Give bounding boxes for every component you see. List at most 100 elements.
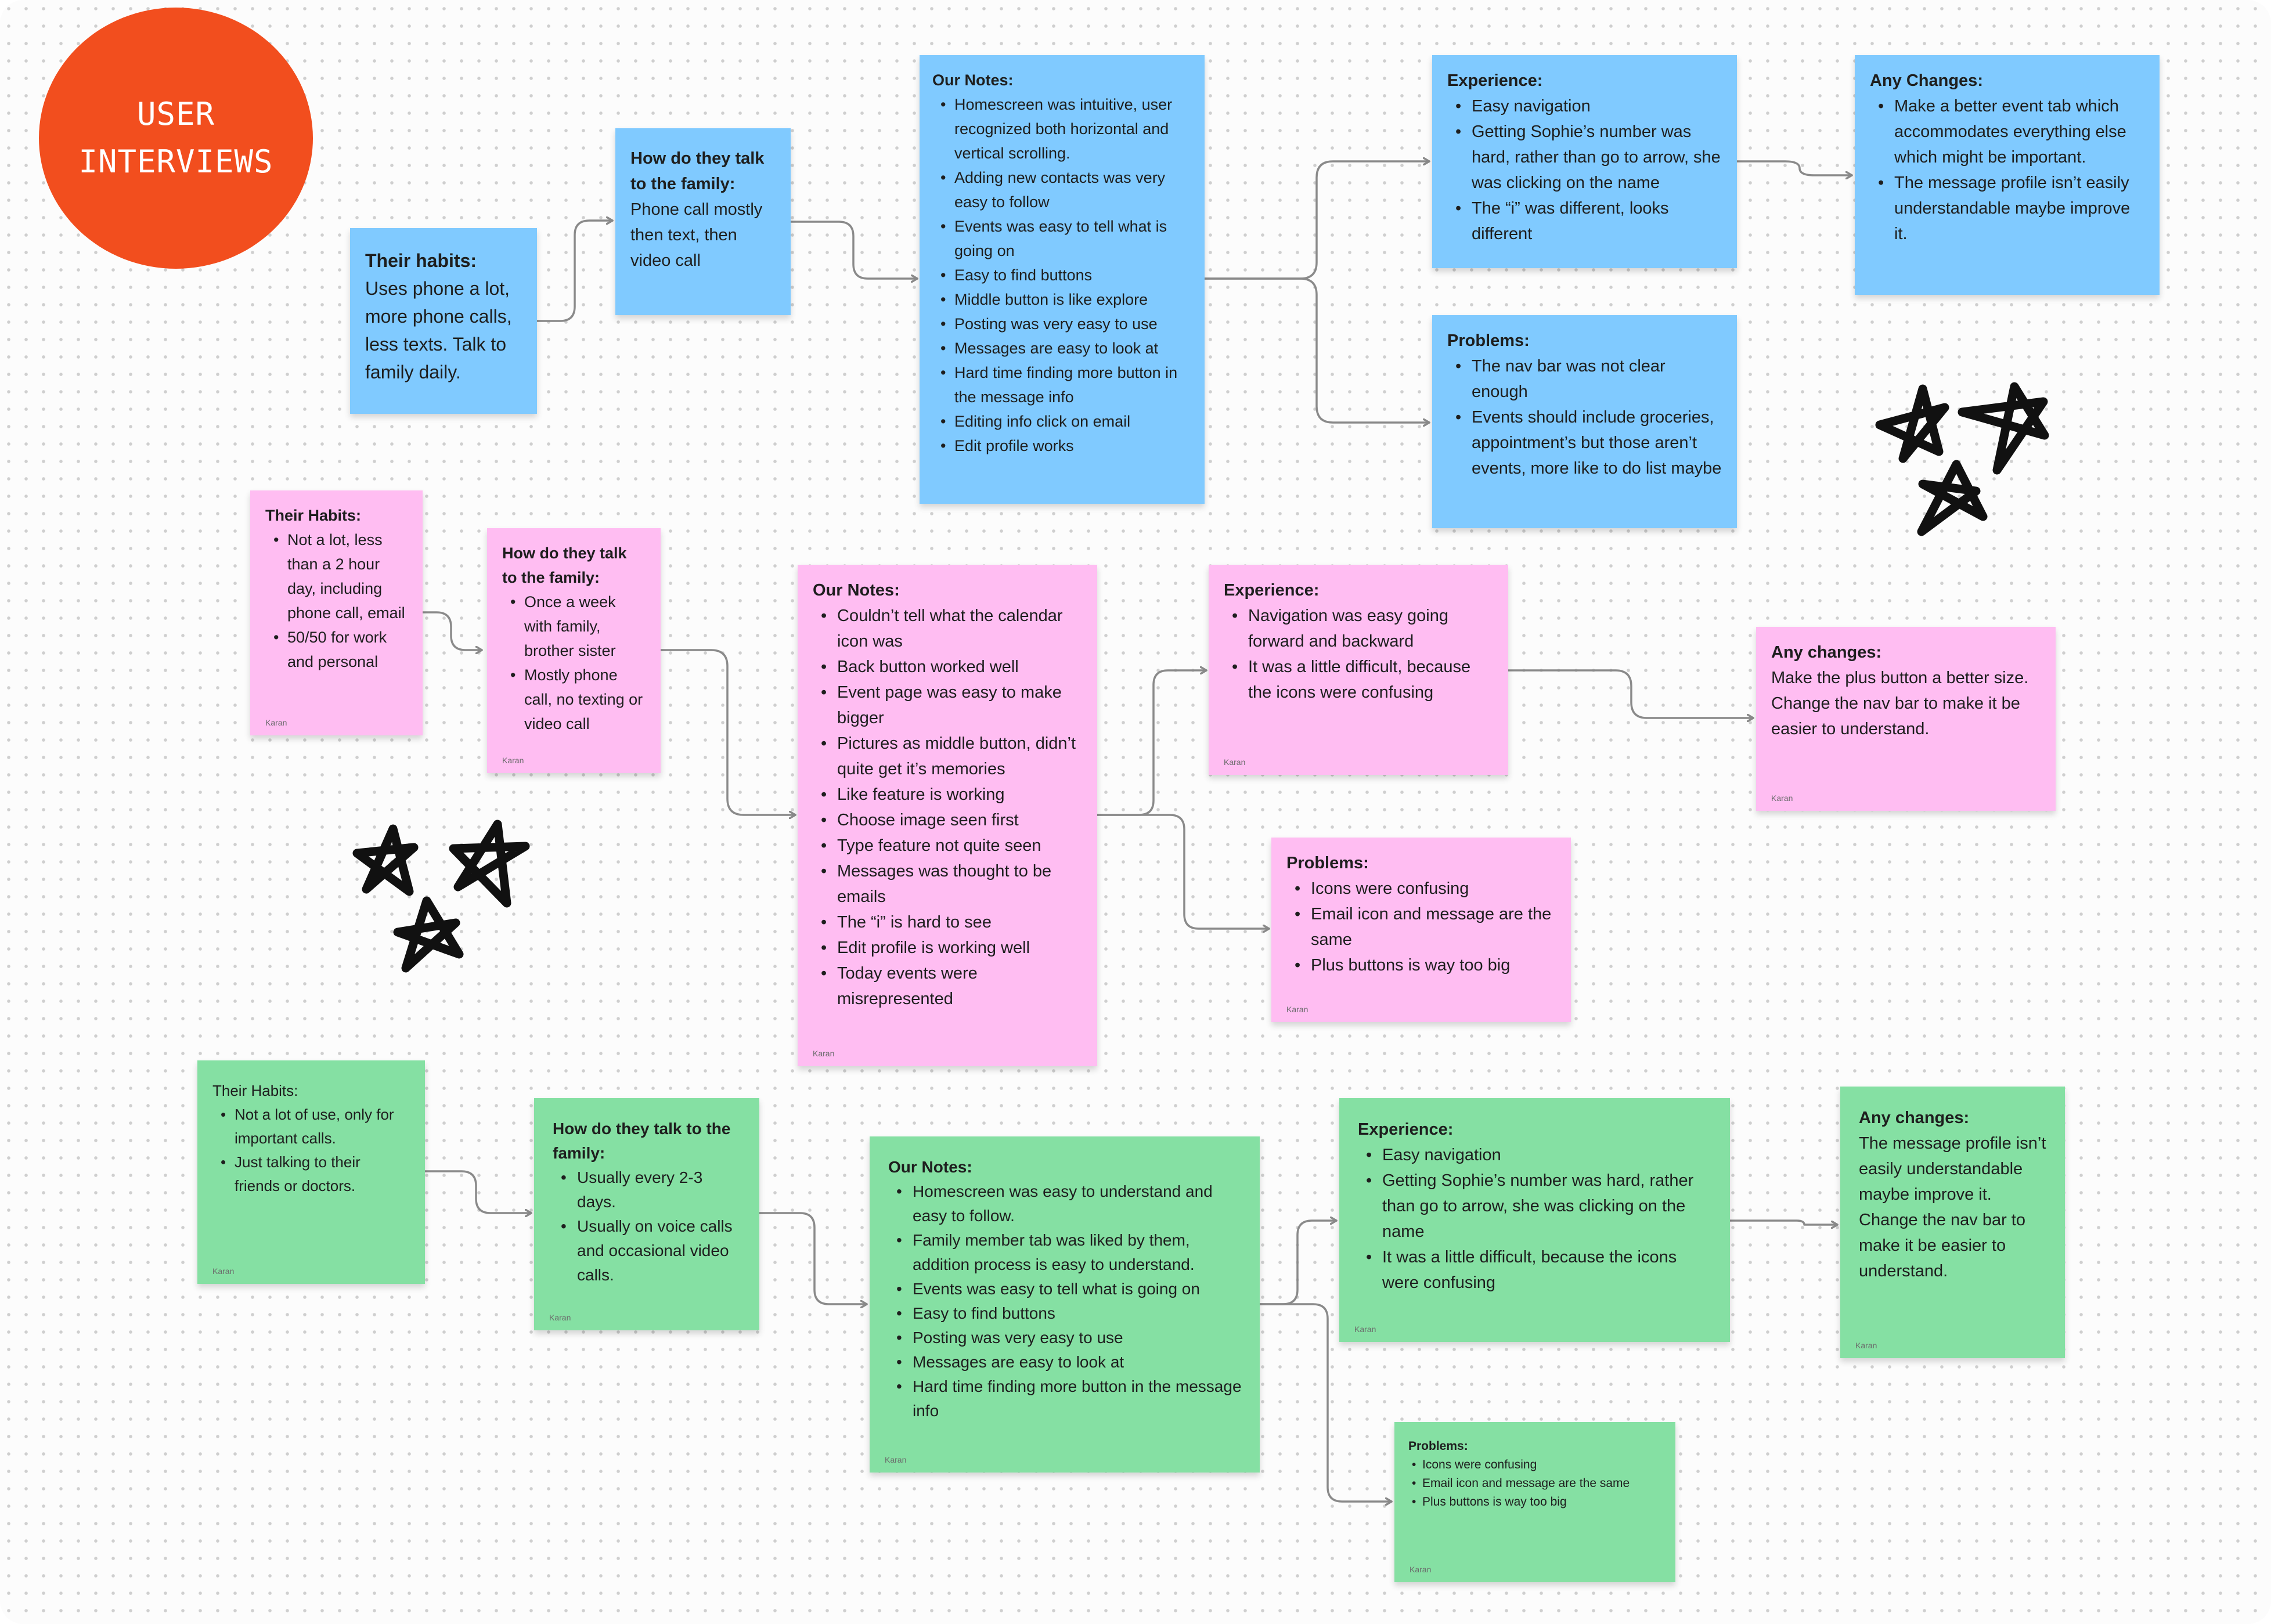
note-item: Plus buttons is way too big (1408, 1493, 1660, 1511)
note-item: It was a little difficult, because the i… (1358, 1244, 1715, 1295)
star-doodle-icon (1875, 384, 1949, 463)
star-doodle-icon (1917, 460, 1988, 536)
note-item: 50/50 for work and personal (265, 625, 408, 674)
sticky-note-row2-habits[interactable]: Their Habits: Not a lot, less than a 2 h… (250, 490, 423, 735)
note-list: Navigation was easy going forward and ba… (1224, 603, 1493, 705)
connector-arrow (421, 611, 483, 650)
note-item: Just talking to their friends or doctors… (212, 1150, 410, 1198)
note-item: Getting Sophie’s number was hard, rather… (1447, 119, 1722, 196)
connector-arrow (790, 221, 918, 279)
connector-arrow (1096, 814, 1270, 929)
note-author: Karan (1286, 1005, 1308, 1014)
connector-arrow (758, 1212, 868, 1304)
star-doodle-icon (393, 896, 464, 973)
sticky-note-row2-changes[interactable]: Any changes: Make the plus button a bett… (1756, 627, 2056, 811)
note-title: Our Notes: (888, 1158, 972, 1176)
connector-arrow (1096, 670, 1207, 816)
sticky-note-row3-habits[interactable]: Their Habits: Not a lot of use, only for… (197, 1060, 425, 1284)
note-author: Karan (1410, 1565, 1432, 1574)
note-author: Karan (813, 1049, 835, 1058)
note-text: Change the nav bar to make it be easier … (1771, 694, 2020, 738)
sticky-note-row2-notes[interactable]: Our Notes: Couldn’t tell what the calend… (798, 565, 1097, 1066)
note-item: Email icon and message are the same (1408, 1474, 1660, 1493)
sticky-note-row1-problems[interactable]: Problems: The nav bar was not clear enou… (1432, 315, 1737, 528)
note-item: Once a week with family, brother sister (502, 590, 646, 663)
note-item: Events was easy to tell what is going on (888, 1277, 1245, 1301)
note-item: Icons were confusing (1286, 876, 1556, 901)
sticky-note-row2-problems[interactable]: Problems: Icons were confusing Email ico… (1271, 838, 1571, 1022)
doodle-stars-left (352, 820, 530, 973)
note-list: Homescreen was intuitive, user recognize… (932, 92, 1194, 458)
note-text: Make the plus button a better size. (1771, 669, 2029, 687)
note-title: Their Habits: (212, 1082, 298, 1099)
note-item: Easy navigation (1358, 1142, 1715, 1168)
sticky-note-row3-changes[interactable]: Any changes: The message profile isn’t e… (1840, 1087, 2065, 1358)
note-item: Messages are easy to look at (888, 1350, 1245, 1374)
connector-arrow (1729, 1219, 1839, 1225)
sticky-note-row1-family[interactable]: How do they talk to the family: Phone ca… (615, 128, 791, 315)
sticky-note-row2-experience[interactable]: Experience: Navigation was easy going fo… (1209, 565, 1508, 775)
note-author: Karan (265, 718, 287, 727)
note-item: Edit profile is working well (813, 935, 1082, 961)
sticky-note-row3-experience[interactable]: Experience: Easy navigation Getting Soph… (1339, 1098, 1730, 1342)
note-item: Editing info click on email (932, 409, 1194, 434)
note-title: How do they talk to the family: (630, 149, 765, 193)
note-item: Middle button is like explore (932, 287, 1194, 312)
title-badge: USER INTERVIEWS (39, 8, 313, 269)
note-author: Karan (1855, 1341, 1877, 1350)
note-list: Easy navigation Getting Sophie’s number … (1358, 1142, 1715, 1295)
note-item: It was a little difficult, because the i… (1224, 654, 1493, 705)
note-item: Usually on voice calls and occasional vi… (553, 1214, 744, 1287)
sticky-note-row3-notes[interactable]: Our Notes: Homescreen was easy to unders… (870, 1136, 1260, 1473)
note-list: The nav bar was not clear enough Events … (1447, 353, 1722, 481)
note-item: Hard time finding more button in the mes… (932, 360, 1194, 409)
note-list: Easy navigation Getting Sophie’s number … (1447, 93, 1722, 247)
note-list: Icons were confusing Email icon and mess… (1286, 876, 1556, 978)
note-item: Easy navigation (1447, 93, 1722, 119)
note-item: Usually every 2-3 days. (553, 1165, 744, 1214)
note-item: Not a lot of use, only for important cal… (212, 1103, 410, 1150)
note-author: Karan (212, 1266, 235, 1276)
connector-arrow (1507, 669, 1754, 718)
sticky-note-row3-problems[interactable]: Problems: Icons were confusing Email ico… (1394, 1422, 1675, 1582)
doodle-stars-right (1875, 382, 2049, 536)
note-item: Getting Sophie’s number was hard, rather… (1358, 1168, 1715, 1244)
sticky-note-row1-changes[interactable]: Any Changes: Make a better event tab whi… (1855, 55, 2160, 295)
note-item: The message profile isn’t easily underst… (1870, 170, 2144, 247)
note-list: Usually every 2-3 days. Usually on voice… (553, 1165, 744, 1287)
note-item: Event page was easy to make bigger (813, 680, 1082, 731)
star-doodle-icon (352, 824, 419, 896)
note-text: The message profile isn’t easily underst… (1859, 1134, 2046, 1204)
note-text: Change the nav bar to make it be easier … (1859, 1211, 2025, 1280)
sticky-note-row1-experience[interactable]: Experience: Easy navigation Getting Soph… (1432, 55, 1737, 268)
connector-arrow (1203, 277, 1430, 423)
note-item: The nav bar was not clear enough (1447, 353, 1722, 405)
note-title: How do they talk to the family: (553, 1120, 731, 1162)
note-title: Any changes: (1771, 643, 1882, 662)
note-text: Uses phone a lot, more phone calls, less… (365, 278, 512, 382)
note-item: Like feature is working (813, 782, 1082, 807)
connector-arrow (1259, 1221, 1338, 1305)
note-item: Back button worked well (813, 654, 1082, 680)
note-title: Our Notes: (932, 71, 1014, 89)
note-list: Icons were confusing Email icon and mess… (1408, 1456, 1660, 1511)
sticky-note-row1-habits[interactable]: Their habits: Uses phone a lot, more pho… (350, 228, 537, 414)
sticky-note-row2-family[interactable]: How do they talk to the family: Once a w… (487, 528, 661, 773)
note-title: Any Changes: (1870, 71, 1983, 90)
title-line-2: INTERVIEWS (78, 143, 273, 180)
note-title: Problems: (1447, 331, 1530, 350)
note-item: Navigation was easy going forward and ba… (1224, 603, 1493, 654)
sticky-note-row3-family[interactable]: How do they talk to the family: Usually … (534, 1098, 759, 1330)
connector-arrow (1736, 160, 1853, 175)
note-title: Their Habits: (265, 507, 362, 524)
note-title: Experience: (1224, 581, 1320, 600)
note-item: Events should include groceries, appoint… (1447, 405, 1722, 481)
note-title: Their habits: (365, 250, 477, 271)
note-item: Today events were misrepresented (813, 961, 1082, 1012)
sticky-note-row1-notes[interactable]: Our Notes: Homescreen was intuitive, use… (920, 55, 1205, 504)
note-item: Type feature not quite seen (813, 833, 1082, 858)
note-list: Homescreen was easy to understand and ea… (888, 1179, 1245, 1423)
note-item: Homescreen was intuitive, user recognize… (932, 92, 1194, 165)
note-text: Phone call mostly then text, then video … (630, 200, 763, 270)
note-author: Karan (1224, 757, 1246, 767)
